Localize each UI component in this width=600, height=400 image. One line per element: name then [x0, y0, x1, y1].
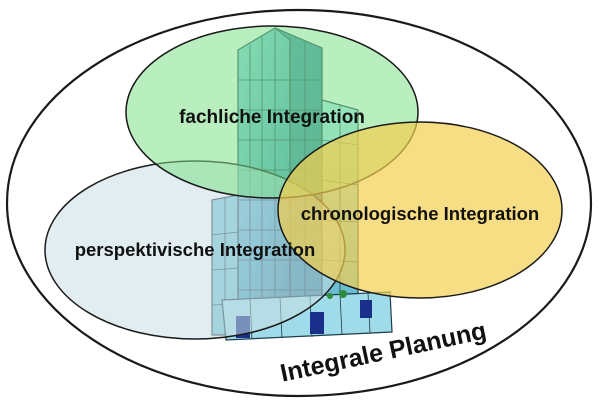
perspektivische-integration-label: perspektivische Integration — [75, 239, 316, 260]
chronologische-integration-circle — [277, 121, 563, 299]
fachliche-integration-label: fachliche Integration — [179, 107, 365, 128]
chronologische-integration-label: chronologische Integration — [301, 203, 539, 224]
outer-ellipse — [5, 8, 593, 398]
